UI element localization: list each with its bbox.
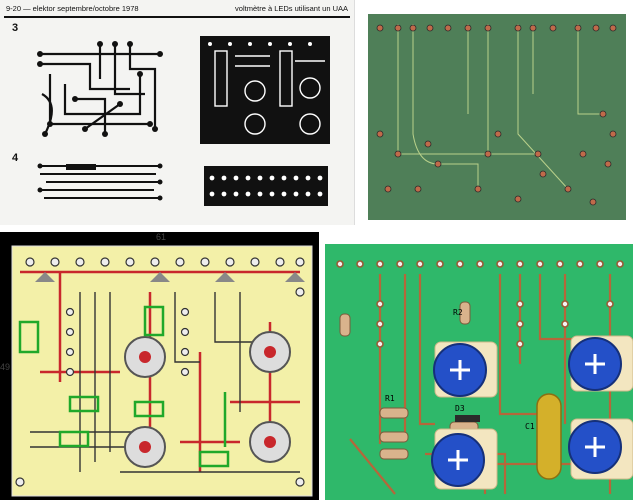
pcb-solder-side-view [368, 14, 626, 220]
page-header: 9-20 — elektor septembre/octobre 1978 vo… [4, 2, 350, 18]
board-width-dimension: 61 [156, 232, 167, 242]
fig3-track-layout [37, 41, 163, 137]
label-r1: R1 [385, 394, 395, 403]
label-d3: D3 [455, 404, 465, 413]
figure-3-number: 3 [12, 22, 19, 34]
pcb-3d-render: R2 R1 D3 C1 [325, 244, 633, 500]
fig4-led-strip [204, 166, 328, 206]
page-header-right: voltmètre à LEDs utilisant un UAA [235, 4, 348, 13]
label-r2: R2 [453, 308, 463, 317]
fig3-component-layout [200, 36, 330, 144]
board-height-dimension: 49 [0, 362, 11, 372]
figure-4-number: 4 [12, 152, 19, 164]
label-c1: C1 [525, 422, 535, 431]
scanned-magazine-page: 9-20 — elektor septembre/octobre 1978 vo… [0, 0, 355, 225]
pcb-layout-editor-view: 61 49 [0, 232, 319, 500]
page-header-left: 9-20 — elektor septembre/octobre 1978 [6, 4, 139, 13]
fig4-track-strip [37, 163, 163, 201]
